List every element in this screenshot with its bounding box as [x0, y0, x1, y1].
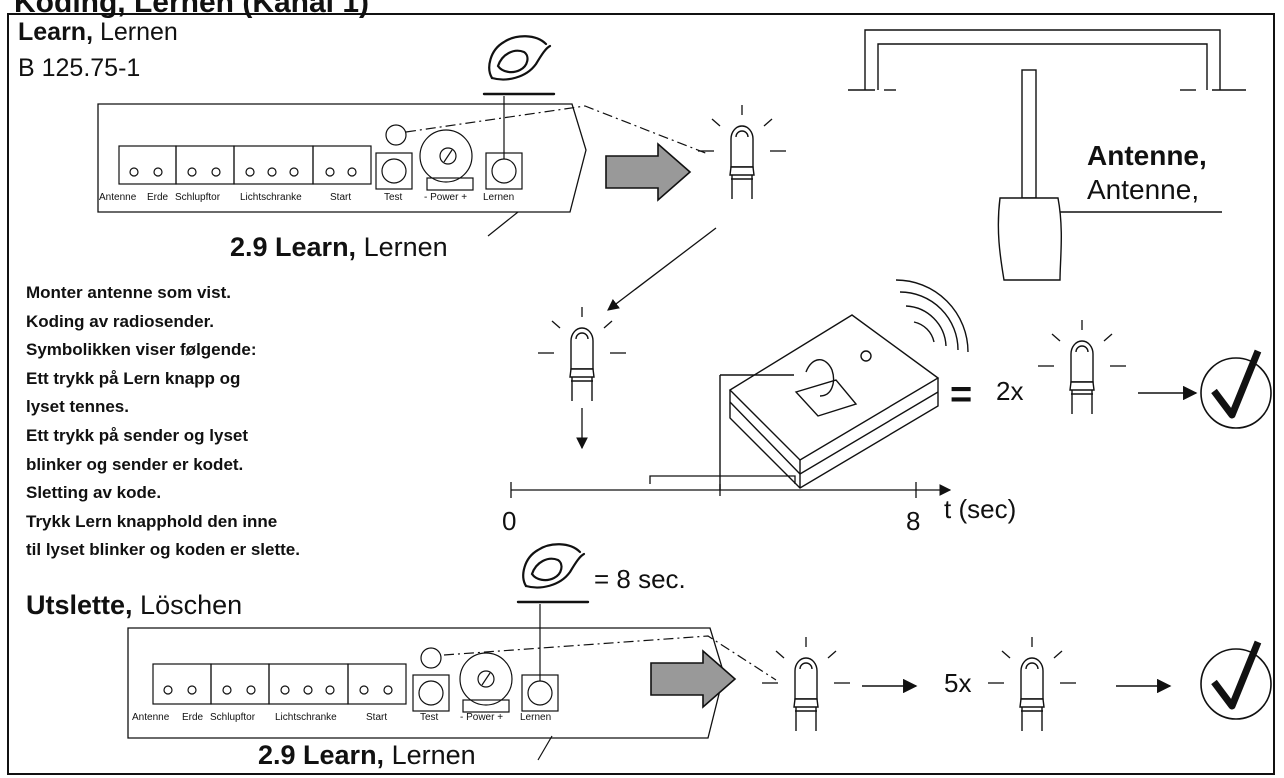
antenna-label-bold: Antenne,	[1087, 140, 1207, 171]
step-label-bottom: 2.9 Learn, Lernen	[258, 742, 476, 769]
terminal-label-antenne: Antenne	[99, 192, 137, 203]
timeline-start-label: 0	[502, 506, 517, 536]
step-label-bold: 2.9 Learn,	[230, 232, 357, 262]
learn-title-bold: Learn,	[18, 18, 94, 46]
step-label: 2.9 Learn, Lernen	[230, 234, 448, 261]
instruction-line: Trykk Lern knapphold den inne	[26, 511, 278, 531]
instruction-line: blinker og sender er kodet.	[26, 454, 244, 474]
instruction-line: Symbolikken viser følgende:	[26, 340, 257, 360]
instruction-line: Ett trykk på Lern knapp og	[26, 368, 241, 388]
terminal-label-start: Start	[366, 712, 388, 723]
instruction-line: Koding av radiosender.	[26, 311, 214, 331]
blink-count-5x: 5x	[944, 668, 972, 698]
terminal-label-erde: Erde	[182, 712, 204, 723]
terminal-label-lernen: Lernen	[483, 192, 515, 203]
blink-count-2x: 2x	[996, 376, 1024, 406]
learn-title-normal: Lernen	[99, 18, 178, 46]
learn-title: Learn, Lernen	[18, 20, 178, 45]
terminal-label-start: Start	[330, 192, 352, 203]
equals-sign: =	[950, 374, 973, 416]
antenna-label-normal: Antenne,	[1087, 174, 1200, 205]
step-label-normal: Lernen	[363, 232, 448, 262]
terminal-label-antenne: Antenne	[132, 712, 170, 723]
instruction-line: Ett trykk på sender og lyset	[26, 425, 249, 445]
step-label-bottom-normal: Lernen	[391, 740, 476, 770]
delete-title-bold: Utslette,	[26, 590, 133, 620]
terminal-label-power: - Power +	[424, 192, 468, 203]
instruction-line: lyset tennes.	[26, 397, 129, 417]
step-label-bottom-bold: 2.9 Learn,	[258, 740, 385, 770]
instruction-list: Monter antenne som vist. Koding av radio…	[26, 279, 300, 565]
cut-off-heading: Koding, Lernen (Kanal 1)	[14, 0, 370, 19]
instruction-line: Sletting av kode.	[26, 483, 162, 503]
timeline-end-label: 8	[906, 506, 921, 536]
delete-title-normal: Löschen	[140, 590, 243, 620]
terminal-label-erde: Erde	[147, 192, 169, 203]
terminal-label-test: Test	[420, 712, 439, 723]
timeline-unit-label: t (sec)	[944, 494, 1017, 524]
device-code: B 125.75-1	[18, 54, 141, 82]
terminal-label-test: Test	[384, 192, 403, 203]
delete-title: Utslette, Löschen	[26, 592, 242, 619]
terminal-label-lichtschranke: Lichtschranke	[240, 192, 302, 203]
instruction-line: til lyset blinker og koden er slette.	[26, 540, 300, 560]
press-duration-label: = 8 sec.	[594, 564, 686, 594]
instruction-line: Monter antenne som vist.	[26, 283, 231, 302]
terminal-label-schlupftor: Schlupftor	[210, 712, 256, 723]
terminal-label-power: - Power +	[460, 712, 504, 723]
terminal-label-schlupftor: Schlupftor	[175, 192, 221, 203]
terminal-label-lichtschranke: Lichtschranke	[275, 712, 337, 723]
terminal-label-lernen: Lernen	[520, 712, 552, 723]
